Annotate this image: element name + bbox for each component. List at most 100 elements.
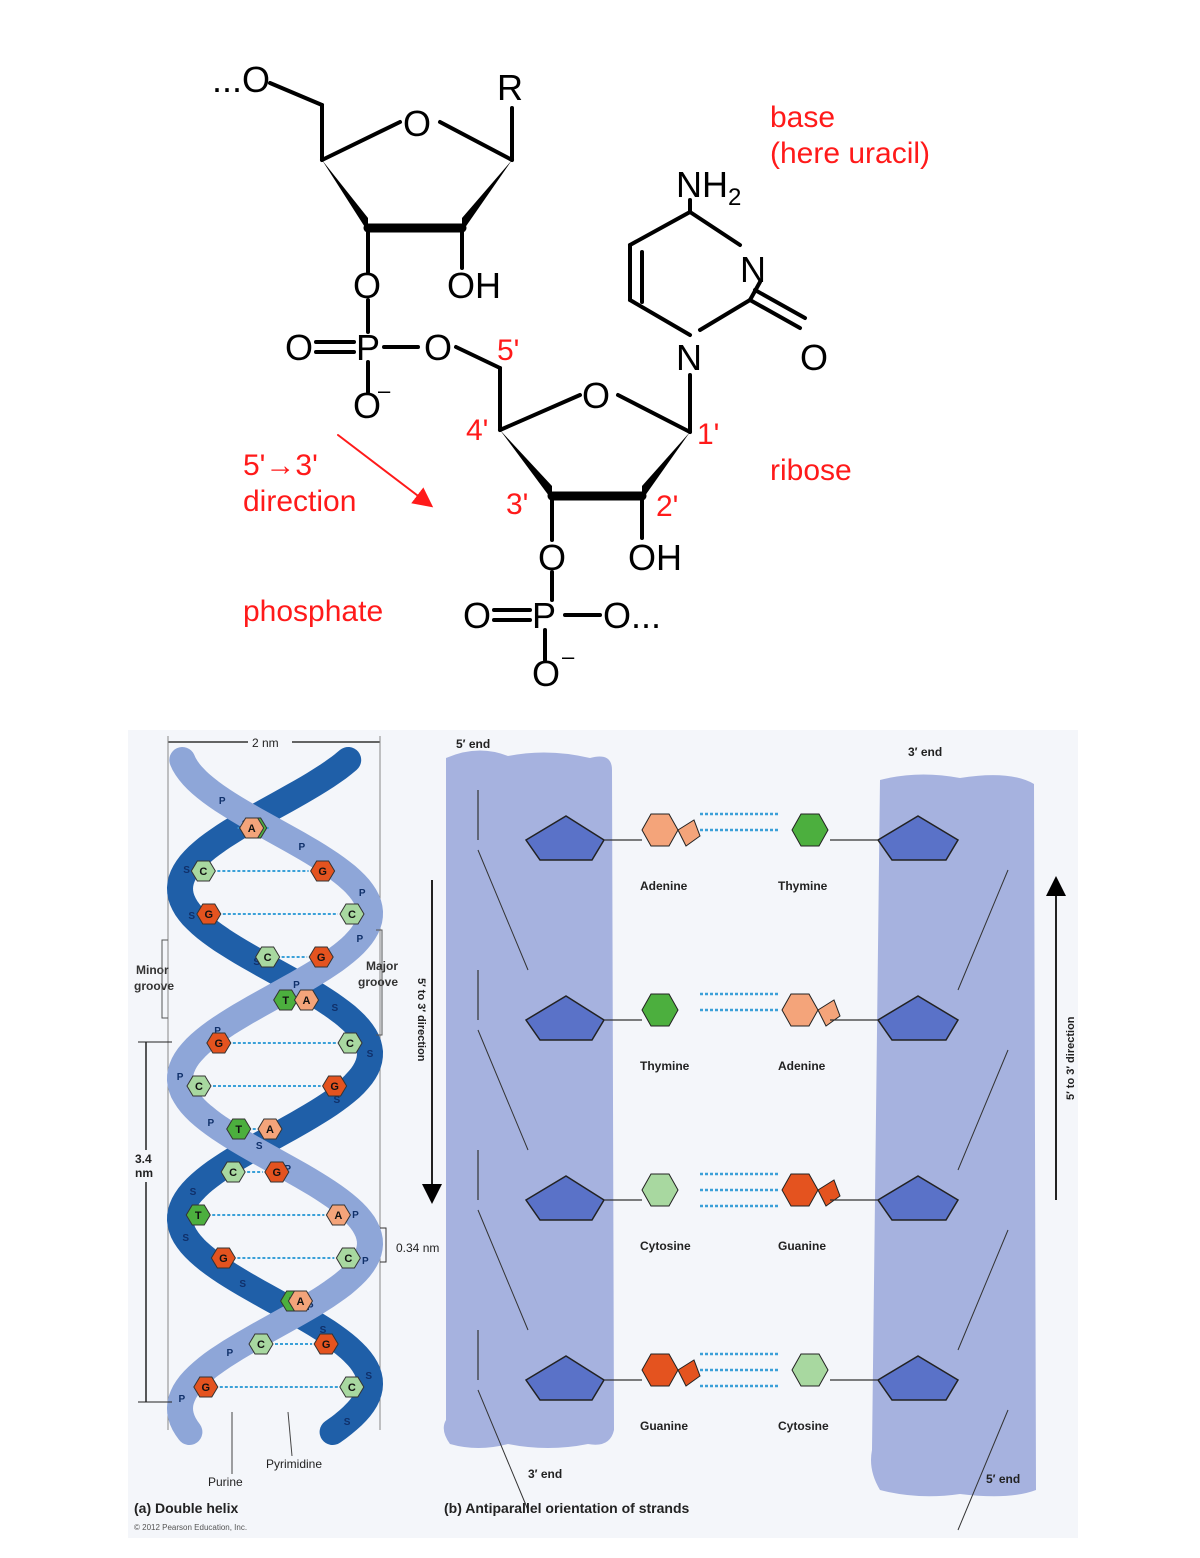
helix-base-letter: G bbox=[322, 1339, 331, 1351]
helix-base-shape bbox=[325, 1204, 351, 1226]
base-ring-5 bbox=[677, 819, 701, 847]
helix-base-letter: A bbox=[303, 995, 311, 1007]
backbone-letter: P bbox=[293, 980, 300, 991]
helix-base-shape bbox=[339, 903, 365, 925]
position-2-prime: 2' bbox=[656, 490, 678, 523]
helix-base-letter: A bbox=[334, 1210, 342, 1222]
left-sugar bbox=[524, 815, 606, 861]
helix-base-letter: T bbox=[235, 1124, 242, 1136]
helix-base-shape bbox=[287, 1290, 314, 1312]
helix-base-letter: A bbox=[266, 1124, 274, 1136]
helix-base-letter: C bbox=[348, 909, 356, 921]
p-lower-o-chain: O... bbox=[603, 595, 661, 636]
backbone-letter: S bbox=[183, 865, 190, 876]
helix-base-shape bbox=[339, 1376, 365, 1398]
rise-bracket bbox=[380, 1227, 387, 1263]
helix-base-letter: C bbox=[229, 1167, 237, 1179]
helix-base-letter: A bbox=[248, 823, 256, 835]
caption-a-text: Double helix bbox=[155, 1500, 238, 1516]
helix-base-shape bbox=[185, 1204, 211, 1226]
helix-base-shape bbox=[226, 1118, 252, 1140]
helix-base-shape bbox=[193, 1376, 219, 1398]
helix-base-shape bbox=[335, 1247, 361, 1269]
backbone-letter: P bbox=[214, 1026, 221, 1037]
o3-upper: O bbox=[353, 265, 381, 306]
backbone-letter: P bbox=[177, 1072, 184, 1083]
base-pair: Thymine Adenine bbox=[477, 970, 1009, 1171]
nh2-subscript: 2 bbox=[728, 184, 741, 211]
p-upper-o-double: O bbox=[285, 327, 313, 368]
position-4-prime: 4' bbox=[466, 414, 488, 447]
oh-lower: OH bbox=[628, 537, 682, 578]
pitch-label-bg bbox=[133, 1150, 161, 1182]
backbone-letter: P bbox=[356, 934, 363, 945]
left-strand-band bbox=[443, 750, 614, 1448]
r-group: R bbox=[497, 67, 523, 108]
p-lower-o-minus: O bbox=[532, 653, 560, 694]
left-base-name: Thymine bbox=[640, 1059, 690, 1073]
helix-base-shape bbox=[210, 1247, 236, 1269]
left-base-name: Cytosine bbox=[640, 1239, 691, 1253]
helix-base-shape bbox=[313, 1333, 339, 1355]
helix-base-pairs: TACGGCCGTAGCCGTACGTAGCTACGGC bbox=[185, 817, 365, 1398]
ring-n1: N bbox=[676, 337, 702, 378]
phosphate-label: phosphate bbox=[243, 595, 383, 628]
pitch-label-2: nm bbox=[135, 1166, 153, 1180]
base-ring-5 bbox=[677, 1359, 701, 1387]
helix-base-shape bbox=[248, 1333, 274, 1355]
backbone-letter: S bbox=[256, 1141, 263, 1152]
backbone-letter: P bbox=[179, 1394, 186, 1405]
backbone-letter: P bbox=[299, 842, 306, 853]
backbone-letter: P bbox=[352, 1210, 359, 1221]
pitch-label-1: 3.4 bbox=[135, 1152, 152, 1166]
helix-base-letter: C bbox=[195, 1081, 203, 1093]
helix-base-shape bbox=[190, 860, 216, 882]
ring-oxygen-lower: O bbox=[582, 375, 610, 416]
helix-base-shape bbox=[308, 946, 334, 968]
position-3-prime: 3' bbox=[506, 488, 528, 521]
helix-base-shape bbox=[255, 946, 281, 968]
helix-base-shape bbox=[196, 903, 222, 925]
right-base-name: Adenine bbox=[778, 1059, 826, 1073]
left-strand-bottom-label: 3′ end bbox=[528, 1467, 562, 1481]
pyrimidine-pointer bbox=[287, 1411, 293, 1457]
o3-lower: O bbox=[538, 537, 566, 578]
backbone-letter: S bbox=[190, 1187, 197, 1198]
helix-base-shape bbox=[257, 1118, 283, 1140]
helix-base-letter: G bbox=[318, 866, 327, 878]
width-label-bg bbox=[248, 734, 292, 750]
helix-strand-light bbox=[166, 747, 384, 1445]
caption-a-letter: (a) bbox=[134, 1500, 151, 1516]
backbone-letter: P bbox=[219, 796, 226, 807]
helix-base-letter: G bbox=[273, 1167, 282, 1179]
helix-base-letter: T bbox=[195, 1210, 202, 1222]
helix-base-shape bbox=[206, 1032, 232, 1054]
left-sugar bbox=[524, 1175, 606, 1221]
rna-annotations: base (here uracil) ribose 5'→3' directio… bbox=[243, 101, 930, 628]
double-helix-panel: 2 nm PSPSPSPSPSPSPSPSPSPSPSPSPSPS TACGGC… bbox=[133, 734, 439, 1532]
helix-base-shape bbox=[239, 817, 265, 839]
nh2-main: NH bbox=[676, 164, 728, 205]
helix-base-letter: C bbox=[344, 1253, 352, 1265]
helix-base-letter: T bbox=[282, 995, 289, 1007]
base-note-label: (here uracil) bbox=[770, 137, 930, 170]
width-label: 2 nm bbox=[252, 736, 279, 750]
helix-base-letter: G bbox=[215, 1038, 224, 1050]
helix-base-shape bbox=[293, 989, 320, 1011]
base-ring bbox=[641, 1173, 679, 1207]
base-label: base bbox=[770, 101, 835, 134]
purine-label: Purine bbox=[208, 1475, 243, 1489]
backbone-letter: S bbox=[367, 1049, 374, 1060]
p-upper: P bbox=[356, 327, 380, 368]
o-chain-start: ...O bbox=[212, 59, 270, 100]
helix-rung: TA bbox=[237, 817, 269, 839]
